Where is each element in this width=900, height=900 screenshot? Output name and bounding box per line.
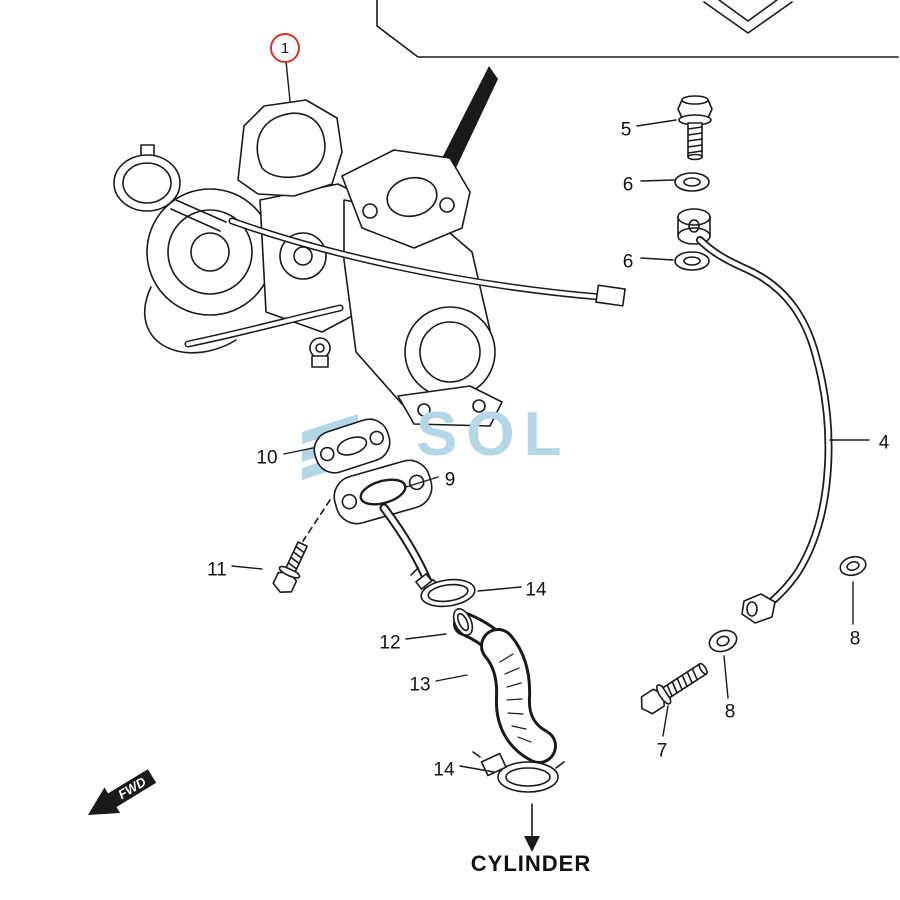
- bolt-11-alignment-line: [302, 499, 331, 542]
- callout-9: 9: [444, 469, 456, 491]
- callout-1[interactable]: 1: [270, 33, 300, 63]
- compressor-housing: [143, 188, 274, 354]
- callout-6-lower: 6: [622, 251, 634, 273]
- turbo-oil-lines: [184, 217, 626, 348]
- bolt-5: [677, 95, 713, 161]
- callout-4: 4: [878, 432, 890, 454]
- pointer-wedge: [435, 66, 498, 187]
- oil-feed-pipe: [696, 236, 833, 624]
- turbocharger-assembly: [113, 99, 626, 427]
- callout-6-upper: 6: [622, 174, 634, 196]
- hose-clamp-lower: [472, 751, 565, 793]
- turbine-housing: [343, 199, 503, 427]
- washer-6-lower: [674, 251, 710, 271]
- callout-5: 5: [620, 119, 632, 141]
- callout-8-right: 8: [849, 628, 861, 650]
- washer-8-left: [708, 629, 738, 653]
- callout-14-lower: 14: [433, 759, 455, 781]
- pipe-end-fitting: [741, 593, 776, 624]
- adjacent-figure-border: [376, 0, 899, 58]
- callout-7: 7: [656, 740, 668, 762]
- banjo-fitting: [677, 208, 711, 245]
- hose-clamp-upper: [410, 567, 476, 608]
- cylinder-arrow: [524, 803, 540, 852]
- callout-13: 13: [409, 674, 431, 696]
- wastegate-actuator: [113, 144, 227, 232]
- callout-14-upper: 14: [525, 579, 547, 601]
- callout-1-label: 1: [280, 39, 290, 57]
- hose-13: [480, 628, 557, 764]
- callout-10: 10: [256, 447, 278, 469]
- callout-11: 11: [207, 559, 227, 581]
- callout-12: 12: [379, 632, 401, 654]
- bolt-11: [272, 541, 308, 593]
- bolt-7: [640, 662, 708, 715]
- callout-leader-lines: [231, 60, 870, 773]
- turbo-inlet-flange-plate: [237, 99, 343, 197]
- cylinder-label: CYLINDER: [470, 851, 592, 876]
- turbo-mounting-plate: [341, 149, 471, 249]
- oil-fitting: [309, 337, 331, 368]
- washer-6-upper: [674, 172, 710, 192]
- fwd-arrow: FWD: [88, 769, 157, 815]
- washer-8-right: [839, 555, 867, 577]
- hose-ribs: [499, 653, 532, 743]
- watermark-text: SOL: [416, 400, 571, 469]
- callout-8-left: 8: [724, 701, 736, 723]
- gasket-10: [313, 418, 391, 474]
